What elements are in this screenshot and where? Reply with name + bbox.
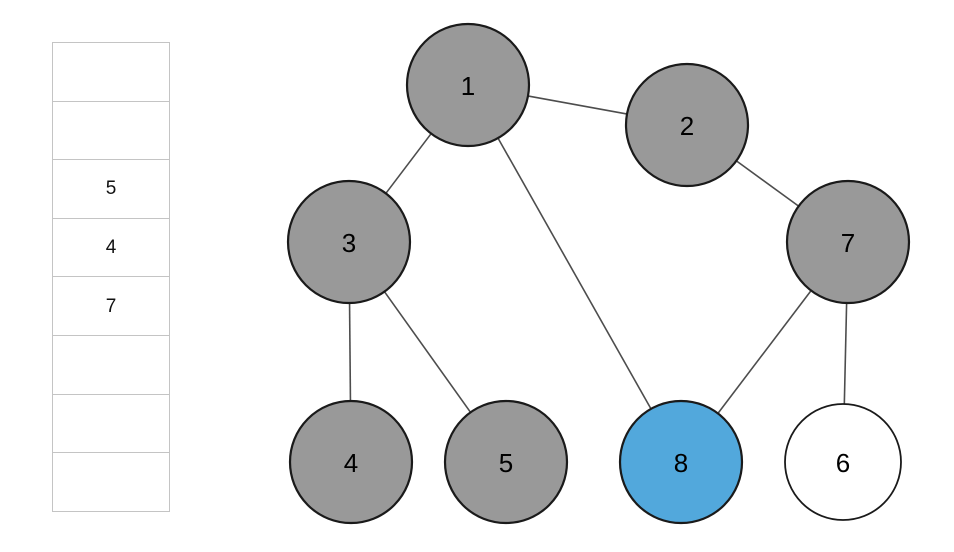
node-circle-2[interactable] bbox=[624, 62, 750, 188]
graph-node-5[interactable]: 5 bbox=[443, 399, 569, 525]
graph-node-8[interactable]: 8 bbox=[618, 399, 744, 525]
stack-row bbox=[52, 42, 170, 102]
stack-cell-7 bbox=[52, 452, 170, 512]
stack-row: 5 bbox=[52, 159, 170, 219]
stack-row bbox=[52, 452, 170, 512]
graph-node-4[interactable]: 4 bbox=[288, 399, 414, 525]
node-circle-3[interactable] bbox=[286, 179, 412, 305]
graph-node-3[interactable]: 3 bbox=[286, 179, 412, 305]
edge-1-2 bbox=[526, 94, 629, 116]
edge-1-3 bbox=[384, 132, 433, 195]
stack-cell-6 bbox=[52, 393, 170, 454]
edge-1-8 bbox=[496, 136, 653, 411]
node-circle-7[interactable] bbox=[785, 179, 911, 305]
stack-cell-4: 7 bbox=[52, 276, 170, 336]
edge-2-7 bbox=[735, 159, 800, 208]
stack-cell-3: 4 bbox=[52, 217, 170, 278]
node-circle-6[interactable] bbox=[784, 403, 902, 521]
edge-layer bbox=[348, 94, 848, 415]
edge-7-6 bbox=[843, 301, 848, 406]
edge-3-5 bbox=[383, 290, 472, 414]
stack-row: 7 bbox=[52, 276, 170, 336]
stack-row: 4 bbox=[52, 217, 170, 278]
node-circle-1[interactable] bbox=[405, 22, 531, 148]
stack-cell-0 bbox=[52, 42, 170, 102]
edge-3-4 bbox=[348, 301, 352, 403]
graph-node-7[interactable]: 7 bbox=[785, 179, 911, 305]
stack-cell-5 bbox=[52, 334, 170, 395]
stack-row bbox=[52, 393, 170, 454]
edge-7-8 bbox=[716, 289, 813, 415]
stack-row bbox=[52, 334, 170, 395]
stack-cell-2: 5 bbox=[52, 159, 170, 219]
node-circle-8[interactable] bbox=[618, 399, 744, 525]
graph-node-2[interactable]: 2 bbox=[624, 62, 750, 188]
node-circle-5[interactable] bbox=[443, 399, 569, 525]
graph-node-6[interactable]: 6 bbox=[784, 403, 902, 521]
node-circle-4[interactable] bbox=[288, 399, 414, 525]
graph-node-1[interactable]: 1 bbox=[405, 22, 531, 148]
